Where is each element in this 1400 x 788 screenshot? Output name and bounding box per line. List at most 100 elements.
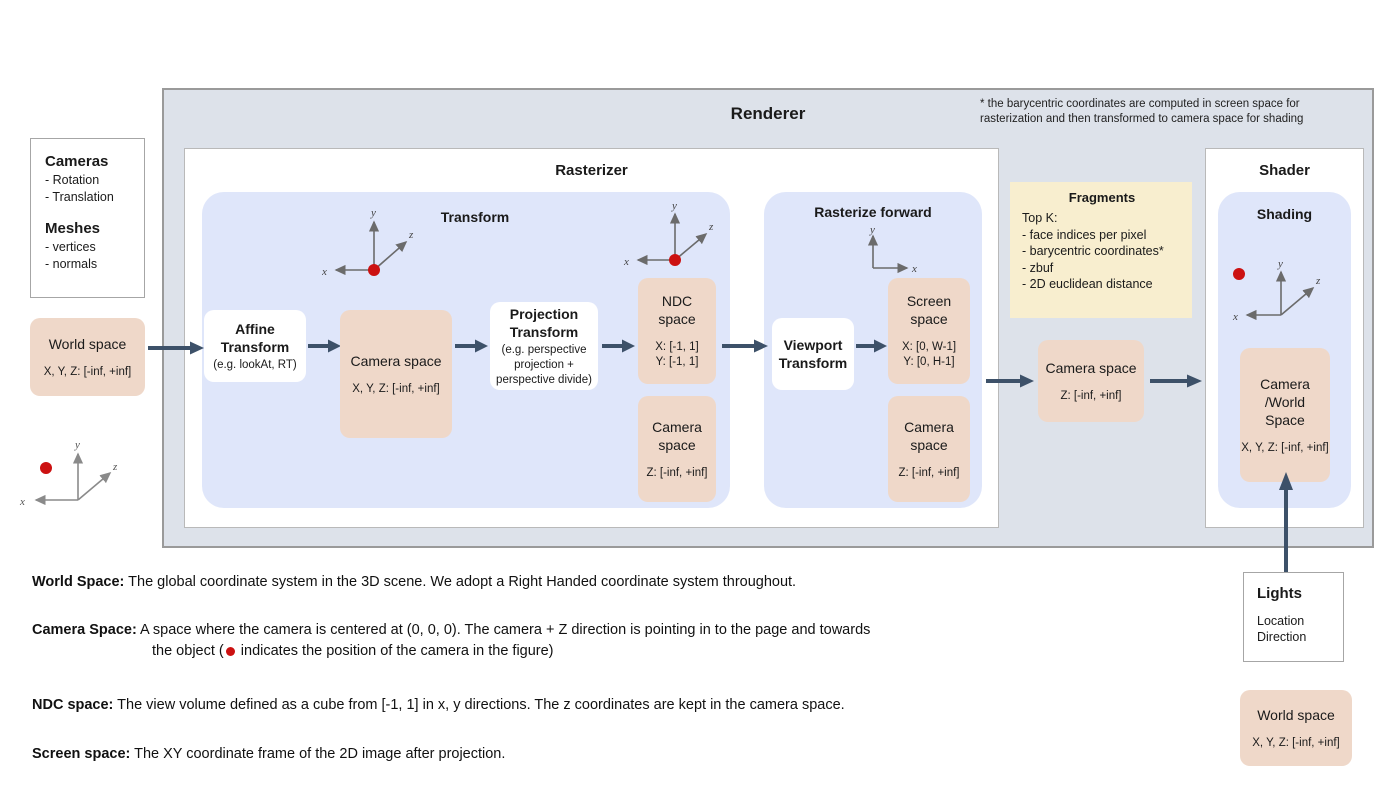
lights-item-location: Location xyxy=(1257,614,1305,628)
shader-title: Shader xyxy=(1259,162,1310,179)
arrow-lights-to-shading xyxy=(1277,470,1295,574)
camera-space-2-title-line1: Camera xyxy=(652,418,702,435)
affine-subtitle: (e.g. lookAt, RT) xyxy=(213,358,297,371)
fragments-box: Fragments Top K: - face indices per pixe… xyxy=(1010,182,1192,318)
axis-svg: y x z xyxy=(19,439,118,508)
lights-item-direction: Direction xyxy=(1257,630,1307,644)
arrow-rasterizer-to-camerabridge xyxy=(986,373,1036,389)
projection-transform-box: Projection Transform (e.g. perspective p… xyxy=(490,302,598,390)
shading-axis-figure: y x z xyxy=(1225,250,1343,336)
description-camera-text-2b: indicates the position of the camera in … xyxy=(236,643,554,659)
camera-space-3-title-line1: Camera xyxy=(904,418,954,435)
camera-dot-icon xyxy=(225,646,235,656)
description-camera-label: Camera Space: xyxy=(32,622,137,638)
meshes-item-vertices: - vertices xyxy=(45,240,96,254)
screen-space-range-x: X: [0, W-1] xyxy=(901,341,957,353)
camera-space-bridge-box: Camera space Z: [-inf, +inf] xyxy=(1038,340,1144,422)
description-camera-space: Camera Space: A space where the camera i… xyxy=(32,620,1142,662)
cameras-meshes-legend: Cameras - Rotation - Translation Meshes … xyxy=(30,138,145,298)
arrow-projection-to-ndc xyxy=(602,338,636,354)
axis-label-y: y xyxy=(671,200,677,212)
camera-space-box-3: Camera space Z: [-inf, +inf] xyxy=(888,396,970,502)
world-space-title: World space xyxy=(48,335,127,352)
cameras-item-translation: - Translation xyxy=(45,190,114,204)
screen-space-title-line1: Screen xyxy=(906,293,952,309)
description-camera-text: A space where the camera is centered at … xyxy=(136,622,871,638)
renderer-title: Renderer xyxy=(730,104,806,123)
fragments-line-face-indices: - face indices per pixel xyxy=(1022,227,1147,242)
description-world-label: World Space: xyxy=(32,574,125,590)
ndc-title-line1: NDC xyxy=(661,293,693,309)
camera-dot xyxy=(368,264,380,276)
axis-label-z: z xyxy=(1315,275,1321,287)
barycentric-footnote: * the barycentric coordinates are comput… xyxy=(980,98,1304,125)
cameras-item-rotation: - Rotation xyxy=(45,173,100,187)
camera-space-1-range: X, Y, Z: [-inf, +inf] xyxy=(352,382,440,395)
description-ndc-space: NDC space: The view volume defined as a … xyxy=(32,695,1132,716)
camera-space-2-range: Z: [-inf, +inf] xyxy=(646,466,708,479)
cameras-heading: Cameras xyxy=(45,153,109,170)
camera-space-3-title-line2: space xyxy=(910,436,948,453)
axis-label-y: y xyxy=(370,207,376,219)
arrow-world-to-affine xyxy=(148,340,206,356)
ndc-axis-figure: y x z xyxy=(620,196,730,282)
shading-group-title: Shading xyxy=(1256,206,1313,222)
screen-space-range-y: Y: [0, H-1] xyxy=(903,356,955,368)
axis-label-z: z xyxy=(408,229,414,241)
description-screen-text: The XY coordinate frame of the 2D image … xyxy=(130,746,506,762)
description-screen-space: Screen space: The XY coordinate frame of… xyxy=(32,744,1132,765)
projection-sub-line2: projection + xyxy=(514,358,574,371)
projection-title-line1: Projection xyxy=(509,305,579,322)
screen-space-title-line2: space xyxy=(910,311,948,327)
viewport-transform-box: Viewport Transform xyxy=(772,318,854,390)
description-screen-label: Screen space: xyxy=(32,746,131,762)
screen-axis-figure: y x xyxy=(845,224,935,280)
ndc-range-y: Y: [-1, 1] xyxy=(655,356,699,368)
meshes-item-normals: - normals xyxy=(45,257,98,271)
projection-title-line2: Transform xyxy=(509,323,579,340)
affine-title-line1: Affine xyxy=(235,320,275,337)
fragments-title: Fragments xyxy=(1068,190,1136,205)
camera-world-range: X, Y, Z: [-inf, +inf] xyxy=(1241,441,1329,454)
lights-title: Lights xyxy=(1257,585,1302,602)
fragments-line-zbuf: - zbuf xyxy=(1022,260,1054,275)
legend-spacer xyxy=(45,206,144,220)
world-space-lights-box: World space X, Y, Z: [-inf, +inf] xyxy=(1240,690,1352,766)
camera-space-1-title: Camera space xyxy=(350,352,442,369)
camera-world-title-line1: Camera xyxy=(1260,375,1310,392)
viewport-title-line2: Transform xyxy=(778,355,848,371)
axis-label-x: x xyxy=(1232,311,1238,323)
affine-title-line2: Transform xyxy=(220,338,290,355)
axis-label-z: z xyxy=(112,461,118,473)
description-ndc-label: NDC space: xyxy=(32,697,114,713)
ndc-space-box: NDC space X: [-1, 1] Y: [-1, 1] xyxy=(638,278,716,384)
screen-space-box: Screen space X: [0, W-1] Y: [0, H-1] xyxy=(888,278,970,384)
transform-group-title: Transform xyxy=(440,209,510,225)
camera-space-bridge-range: Z: [-inf, +inf] xyxy=(1060,389,1122,402)
camera-space-3-range: Z: [-inf, +inf] xyxy=(898,466,960,479)
camera-space-bridge-title: Camera space xyxy=(1045,359,1137,376)
world-axis-figure: y x z xyxy=(18,428,138,524)
viewport-title-line1: Viewport xyxy=(783,337,843,353)
camera-world-title-line2: /World xyxy=(1264,393,1306,410)
camera-world-title-line3: Space xyxy=(1265,411,1305,428)
camera-dot xyxy=(669,254,681,266)
axis-label-x: x xyxy=(19,496,25,508)
meshes-heading: Meshes xyxy=(45,220,101,237)
camera-world-space-box: Camera /World Space X, Y, Z: [-inf, +inf… xyxy=(1240,348,1330,482)
arrow-viewport-to-screen xyxy=(856,338,888,354)
description-ndc-text: The view volume defined as a cube from [… xyxy=(113,697,845,713)
axis-label-x: x xyxy=(322,266,327,278)
axis-label-y: y xyxy=(1277,258,1283,270)
world-space-box: World space X, Y, Z: [-inf, +inf] xyxy=(30,318,145,396)
world-space-range: X, Y, Z: [-inf, +inf] xyxy=(43,365,132,378)
camera-dot xyxy=(40,462,52,474)
ndc-title-line2: space xyxy=(658,311,696,327)
arrow-ndc-to-viewport xyxy=(722,338,770,354)
description-camera-text-2a: the object ( xyxy=(152,643,224,659)
camera-space-box-1: Camera space X, Y, Z: [-inf, +inf] xyxy=(340,310,452,438)
arrow-cameraspace-to-projection xyxy=(455,338,489,354)
axis-label-x: x xyxy=(623,256,629,268)
ndc-range-x: X: [-1, 1] xyxy=(655,341,699,353)
world-space-lights-range: X, Y, Z: [-inf, +inf] xyxy=(1252,736,1340,749)
